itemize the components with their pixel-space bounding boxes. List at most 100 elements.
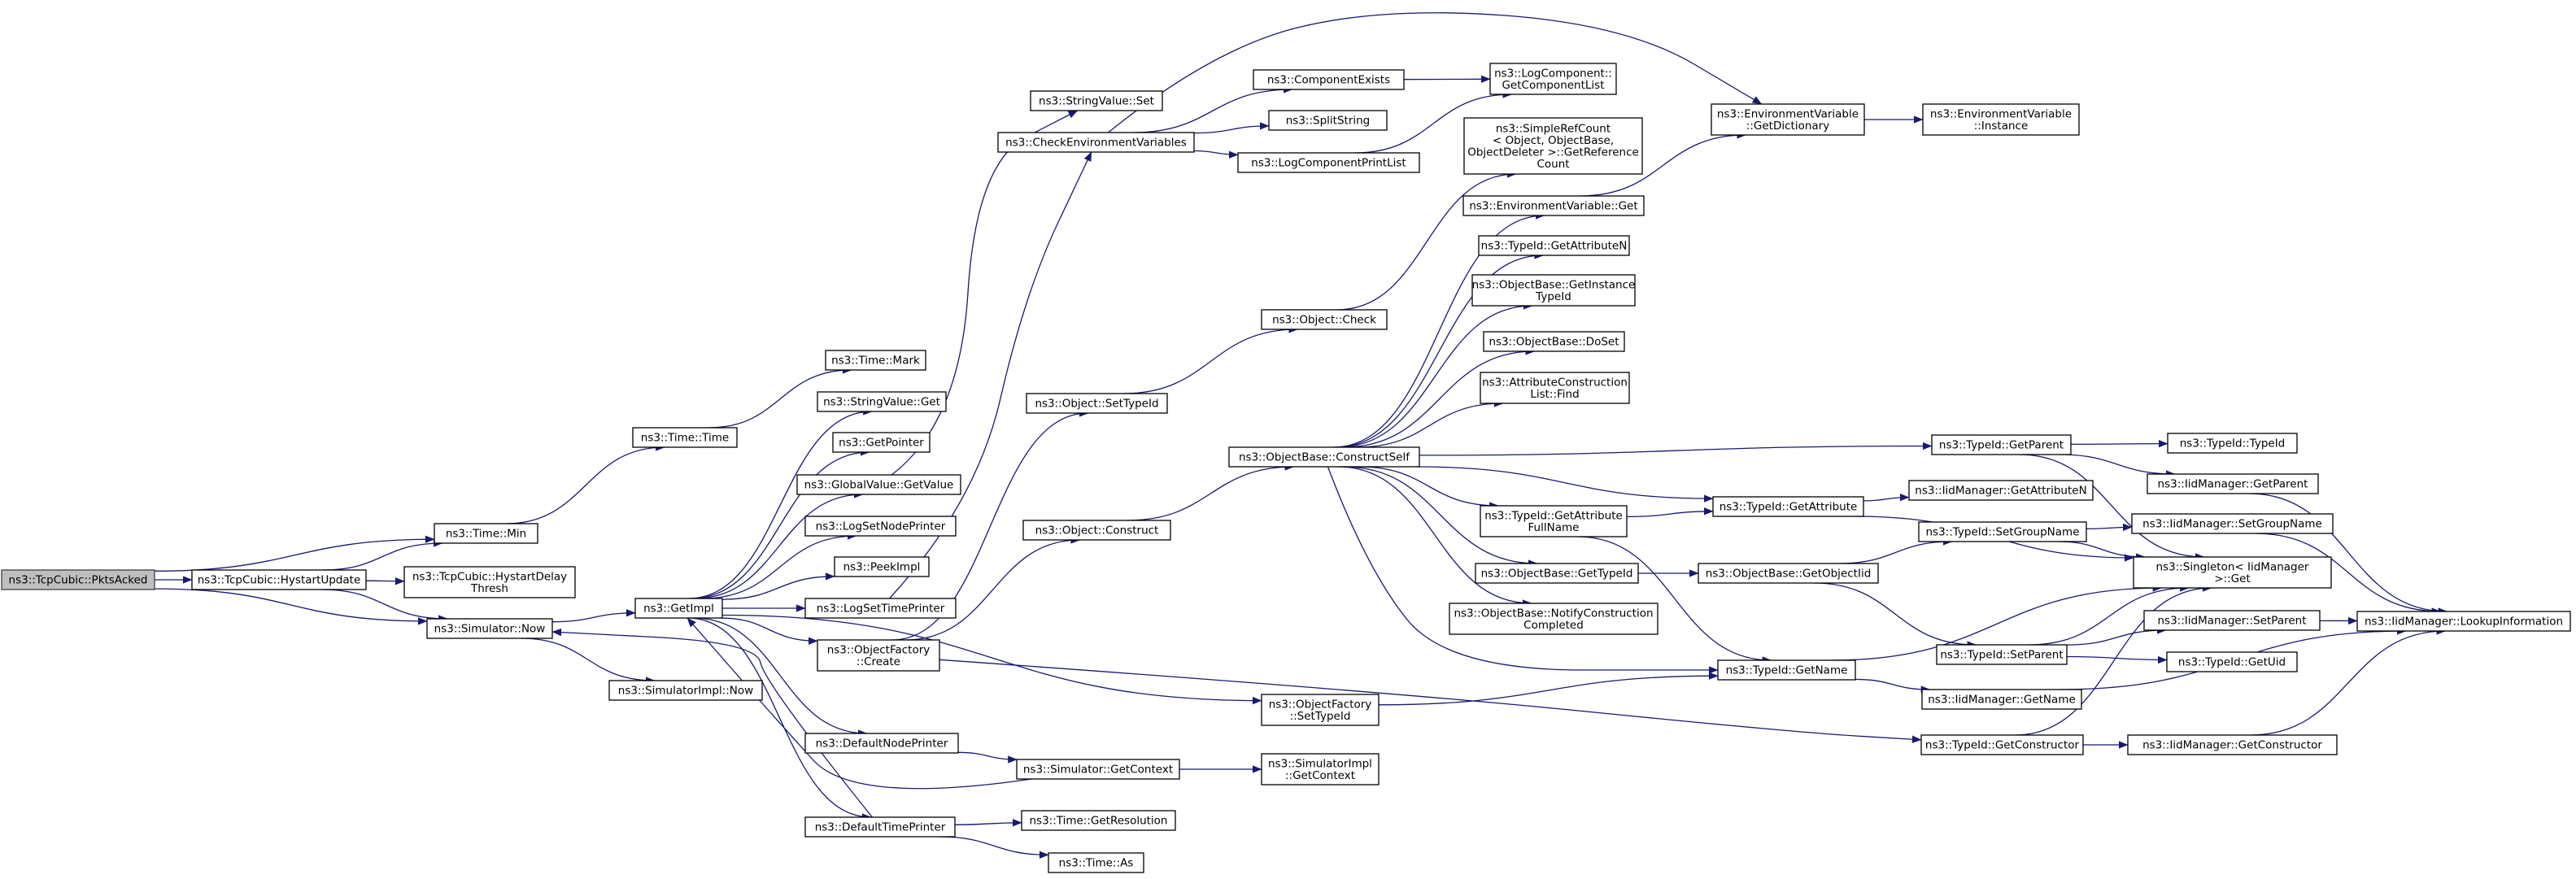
node-iidmanager_setparent[interactable]: ns3::IidManager::SetParent [2143,610,2321,631]
node-typeid_getattribute[interactable]: ns3::TypeId::GetAttribute [1712,496,1864,517]
node-object_settypeid[interactable]: ns3::Object::SetTypeId [1026,393,1168,414]
node-log_set_node_printer[interactable]: ns3::LogSetNodePrinter [804,516,957,537]
node-label: ns3::Time::GetResolution [1029,815,1167,828]
node-box [1717,659,1856,681]
node-simplerefcount_getref[interactable]: ns3::SimpleRefCount< Object, ObjectBase,… [1463,117,1643,175]
node-label: ns3::Object::SetTypeId [1035,398,1158,411]
node-box [1480,505,1628,537]
node-envvar_getdictionary[interactable]: ns3::EnvironmentVariable::GetDictionary [1711,103,1865,136]
node-time_min[interactable]: ns3::Time::Min [434,523,538,544]
node-time_as[interactable]: ns3::Time::As [1048,852,1144,873]
node-object_construct[interactable]: ns3::Object::Construct [1022,520,1171,541]
edge-get_impl-to-default_time_printer [687,617,872,821]
node-split_string[interactable]: ns3::SplitString [1268,110,1388,131]
edge-typeid_getattribute-to-iidmanager_getattributen [1863,493,1910,502]
node-sim_now[interactable]: ns3::Simulator::Now [426,618,553,639]
node-envvar_get[interactable]: ns3::EnvironmentVariable::Get [1462,195,1645,216]
node-box [1021,810,1176,831]
node-box [426,618,553,639]
node-box [2127,734,2338,755]
node-box [1463,117,1643,175]
node-log_component_print_list[interactable]: ns3::LogComponentPrintList [1237,152,1420,173]
node-envvar_instance[interactable]: ns3::EnvironmentVariable::Instance [1922,103,2080,136]
node-box [1936,644,2068,665]
node-default_node_printer[interactable]: ns3::DefaultNodePrinter [804,733,959,754]
node-typeid_getparent[interactable]: ns3::TypeId::GetParent [1931,434,2072,455]
node-box [804,598,957,619]
node-label: ns3::IidManager::LookupInformation [2365,616,2563,629]
node-globalvalue_getvalue[interactable]: ns3::GlobalValue::GetValue [796,474,961,495]
node-label: ns3::TypeId::SetGroupName [1925,526,2079,539]
edge-objectbase_constructself-to-objectbase_getinstancetypeid [1337,302,1533,448]
node-box [1483,331,1625,352]
edge-default_node_printer-to-sim_getcontext [957,751,1018,764]
node-pkts_acked[interactable]: ns3::TcpCubic::PktsAcked [1,569,155,590]
edge-typeid_setparent-to-typeid_getuid [2066,655,2168,664]
edge-hystart_update-to-sim_now [320,589,448,623]
node-peek_impl[interactable]: ns3::PeekImpl [834,556,930,577]
edge-get_impl-to-default_node_printer [693,617,868,738]
node-label: ns3::TypeId::GetAttribute [1484,509,1623,522]
node-box [1471,274,1636,307]
node-label: ns3::SimulatorImpl [1268,757,1372,770]
edge-get_impl-to-peek_impl [721,572,835,600]
node-sim_getcontext[interactable]: ns3::Simulator::GetContext [1016,759,1180,780]
node-label: ns3::ComponentExists [1267,74,1390,87]
node-label: ns3::TcpCubic::HystartDelay [412,570,567,583]
edge-objectbase_constructself-to-attrconstructionlist_find [1356,399,1504,448]
node-time_time[interactable]: ns3::Time::Time [632,427,738,448]
node-box [1922,103,2080,136]
node-objectfactory_create[interactable]: ns3::ObjectFactory::Create [817,639,940,672]
node-iidmanager_setgroupname[interactable]: ns3::IidManager::SetGroupName [2131,513,2334,534]
node-simimpl_now[interactable]: ns3::SimulatorImpl::Now [608,680,763,701]
node-typeid_typeid[interactable]: ns3::TypeId::TypeId [2167,433,2298,454]
node-objectfactory_settypeid[interactable]: ns3::ObjectFactory::SetTypeId [1261,694,1380,726]
node-objectbase_getobjectiid[interactable]: ns3::ObjectBase::GetObjectIid [1698,563,1879,584]
node-typeid_getconstructor[interactable]: ns3::TypeId::GetConstructor [1920,734,2084,755]
node-get_pointer[interactable]: ns3::GetPointer [832,432,931,453]
node-hystart_update[interactable]: ns3::TcpCubic::HystartUpdate [191,569,367,590]
node-iidmanager_getname[interactable]: ns3::IidManager::GetName [1921,689,2082,710]
node-iidmanager_getconstructor[interactable]: ns3::IidManager::GetConstructor [2127,734,2338,755]
node-typeid_getuid[interactable]: ns3::TypeId::GetUid [2166,651,2298,672]
node-box [804,816,956,838]
node-box [1712,496,1864,517]
node-objectbase_doset[interactable]: ns3::ObjectBase::DoSet [1483,331,1625,352]
node-typeid_setparent[interactable]: ns3::TypeId::SetParent [1936,644,2068,665]
node-check_env_vars[interactable]: ns3::CheckEnvironmentVariables [997,132,1195,153]
node-time_getresolution[interactable]: ns3::Time::GetResolution [1021,810,1176,831]
node-simimpl_getcontext[interactable]: ns3::SimulatorImpl::GetContext [1261,753,1380,785]
node-box [2143,610,2321,631]
node-object_check[interactable]: ns3::Object::Check [1261,309,1388,330]
node-objectbase_notifyconstruction[interactable]: ns3::ObjectBase::NotifyConstructionCompl… [1449,603,1658,635]
node-iidmanager_getattributen[interactable]: ns3::IidManager::GetAttributeN [1908,480,2094,501]
node-label: ns3::LogSetTimePrinter [817,603,945,616]
node-logcomponent_getlist[interactable]: ns3::LogComponent::GetComponentList [1489,63,1617,95]
node-stringvalue_get[interactable]: ns3::StringValue::Get [817,391,947,412]
edge-object_check-to-simplerefcount_getref [1336,170,1517,311]
node-typeid_getattributen[interactable]: ns3::TypeId::GetAttributeN [1478,235,1630,256]
node-typeid_setgroupname[interactable]: ns3::TypeId::SetGroupName [1918,521,2087,542]
node-singleton_get[interactable]: ns3::Singleton< IidManager>::Get [2133,556,2332,589]
edge-objectbase_constructself-to-objectbase_notifyconstruction [1337,466,1532,607]
node-typeid_getname[interactable]: ns3::TypeId::GetName [1717,659,1856,681]
node-iidmanager_lookupinformation[interactable]: ns3::IidManager::LookupInformation [2356,611,2571,632]
node-component_exists[interactable]: ns3::ComponentExists [1253,69,1405,90]
node-get_impl[interactable]: ns3::GetImpl [634,598,723,619]
node-label: List::Find [1530,388,1579,401]
node-stringvalue_set[interactable]: ns3::StringValue::Set [1030,90,1163,111]
nodes-layer: ns3::TcpCubic::PktsAckedns3::Time::Minns… [1,63,2571,873]
node-objectbase_constructself[interactable]: ns3::ObjectBase::ConstructSelf [1228,446,1420,468]
node-box [1908,480,2094,501]
node-time_mark[interactable]: ns3::Time::Mark [825,350,926,371]
node-label: ns3::IidManager::GetConstructor [2142,739,2322,752]
node-iidmanager_getparent[interactable]: ns3::IidManager::GetParent [2147,473,2319,494]
node-log_set_time_printer[interactable]: ns3::LogSetTimePrinter [804,598,957,619]
node-objectbase_gettypeid[interactable]: ns3::ObjectBase::GetTypeId [1475,563,1639,584]
edge-typeid_setgroupname-to-iidmanager_setgroupname [2086,523,2133,532]
node-default_time_printer[interactable]: ns3::DefaultTimePrinter [804,816,956,838]
